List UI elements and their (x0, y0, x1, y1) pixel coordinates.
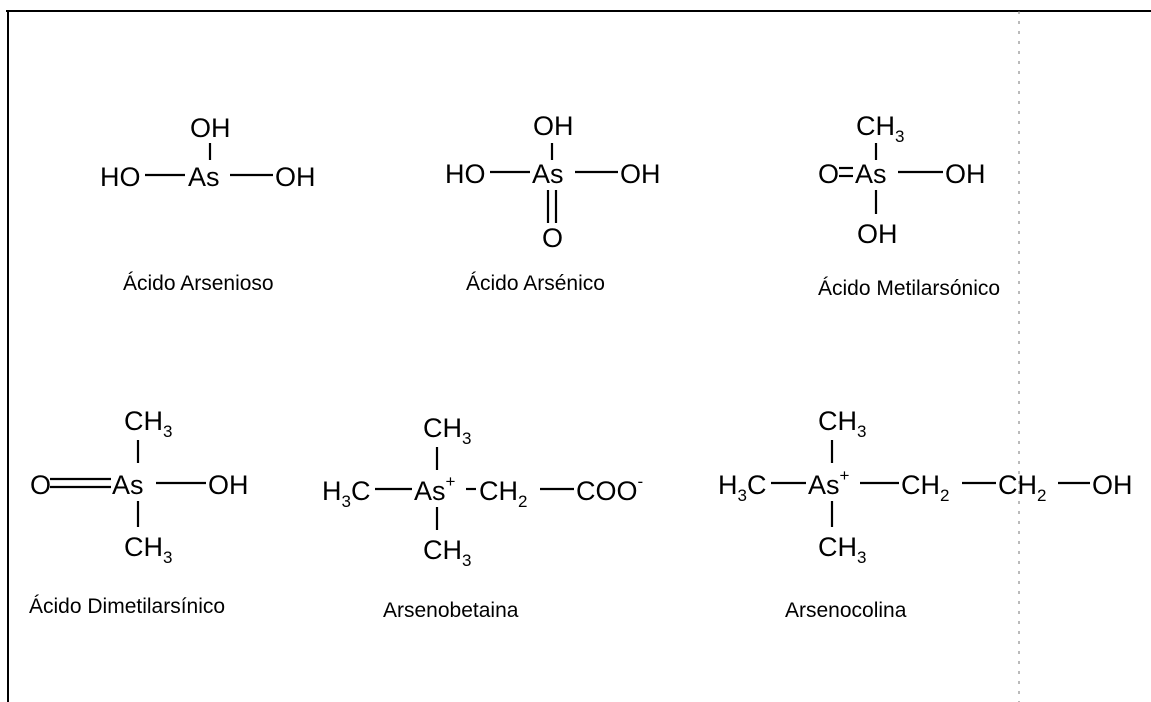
compound-dimethylarsinic-acid: CH3 O As OH CH3 Ácido Dimetilarsínico (29, 406, 249, 618)
atom-chain-ch2: CH2 (479, 476, 527, 511)
atom-left-o: O (818, 159, 839, 189)
atom-bottom-o: O (542, 223, 563, 253)
atom-left-o: O (30, 470, 51, 500)
compound-caption: Arsenobetaina (383, 599, 519, 622)
atom-right-oh: OH (945, 159, 986, 189)
atom-end-oh: OH (1092, 470, 1133, 500)
compound-caption: Ácido Metilarsónico (818, 277, 1000, 300)
atom-top-oh: OH (190, 113, 231, 143)
atom-left-ho: HO (100, 162, 141, 192)
atom-center-as: As (532, 159, 564, 189)
atom-center-as: As (188, 162, 220, 192)
atom-bottom-ch3: CH3 (818, 532, 866, 567)
atom-bottom-oh: OH (857, 219, 898, 249)
atom-bottom-ch3: CH3 (124, 532, 172, 567)
compound-arsenic-acid: OH HO As OH O Ácido Arsénico (445, 111, 661, 295)
compound-arsenious-acid: OH HO As OH Ácido Arsenioso (100, 113, 316, 295)
atom-center-as: As+ (808, 466, 850, 500)
atom-end-coo: COO- (576, 472, 643, 506)
compound-caption: Arsenocolina (785, 599, 907, 622)
atom-left-h3c: H3C (718, 470, 766, 505)
atom-top-oh: OH (533, 111, 574, 141)
compound-methylarsonic-acid: CH3 O As OH OH Ácido Metilarsónico (818, 111, 1000, 300)
atom-right-oh: OH (208, 470, 249, 500)
compound-caption: Ácido Arsénico (466, 272, 605, 295)
atom-left-h3c: H3C (322, 476, 370, 511)
atom-chain-ch2-b: CH2 (998, 470, 1046, 505)
atom-top-ch3: CH3 (856, 111, 904, 146)
atom-bottom-ch3: CH3 (423, 535, 471, 570)
atom-top-ch3: CH3 (423, 413, 471, 448)
atom-chain-ch2-a: CH2 (901, 470, 949, 505)
atom-top-ch3: CH3 (818, 406, 866, 441)
compound-arsenobetaine: CH3 H3C As+ CH2 COO- CH3 Arsenobetaina (322, 413, 643, 622)
compound-caption: Ácido Dimetilarsínico (29, 595, 225, 618)
atom-center-as: As+ (414, 472, 456, 506)
compound-caption: Ácido Arsenioso (123, 272, 274, 295)
atom-top-ch3: CH3 (124, 406, 172, 441)
atom-center-as: As (855, 159, 887, 189)
compound-arsenocholine: CH3 H3C As+ CH2 CH2 OH CH3 Arsenocolina (718, 406, 1133, 622)
atom-center-as: As (112, 470, 144, 500)
atom-right-oh: OH (620, 159, 661, 189)
atom-right-oh: OH (275, 162, 316, 192)
atom-left-ho: HO (445, 159, 486, 189)
